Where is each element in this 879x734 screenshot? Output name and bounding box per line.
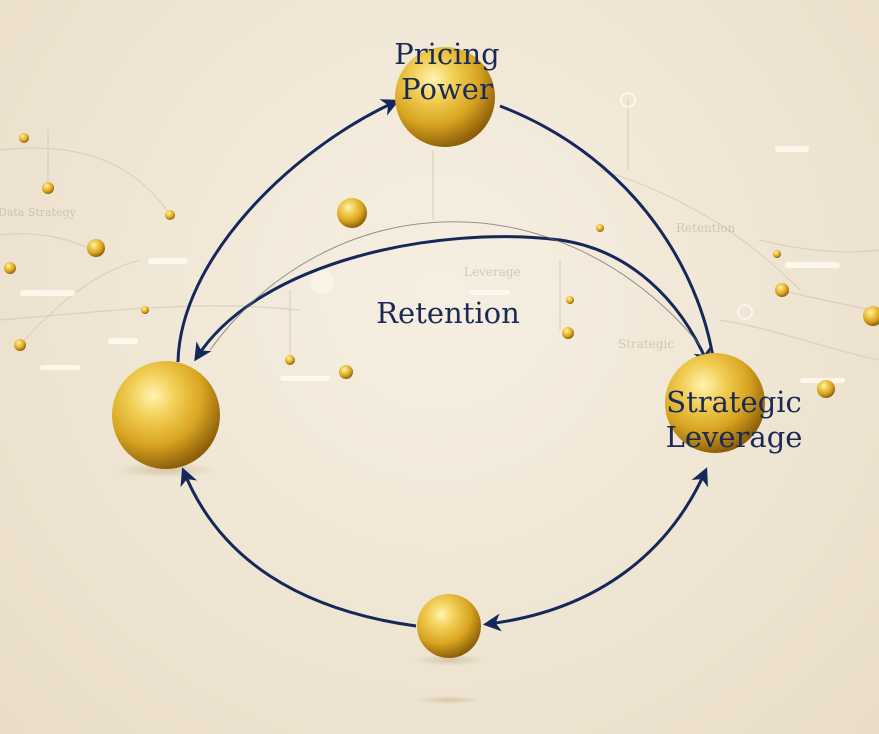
- strategic-leverage-orb: [665, 353, 765, 453]
- bg-glow: [310, 270, 334, 294]
- strategic-leverage-label-line1: Strategic: [666, 385, 802, 419]
- bg-word: Retention: [676, 221, 736, 235]
- retention-label: Retention: [376, 296, 520, 330]
- bg-line: [19, 259, 141, 346]
- bg-bar: [108, 338, 138, 344]
- bottom-orb: [417, 594, 481, 658]
- strategic-leverage-label-line2: Leverage: [666, 420, 803, 454]
- arrow-retention-thin: [209, 221, 701, 351]
- bg-orb: [4, 262, 16, 274]
- bg-line: [779, 289, 879, 313]
- bg-line: [759, 239, 879, 253]
- bg-bar: [20, 290, 75, 296]
- bg-orb: [817, 380, 835, 398]
- bg-bar: [40, 365, 80, 370]
- bg-line: [0, 233, 96, 251]
- bg-node-ring: [737, 304, 753, 320]
- bg-line: [599, 169, 801, 291]
- bg-line: [0, 147, 171, 216]
- arrow-left-to-top: [176, 99, 400, 363]
- bg-orb: [863, 306, 879, 326]
- bg-node-ring: [620, 92, 636, 108]
- bg-bar: [785, 262, 840, 268]
- flow-arrows: [176, 99, 723, 632]
- bg-line: [0, 305, 301, 321]
- bg-orb: [566, 296, 574, 304]
- bg-bar: [148, 258, 188, 264]
- bg-orb: [141, 306, 149, 314]
- bg-bar: [470, 290, 510, 295]
- bg-bar: [775, 146, 809, 152]
- bg-orb: [775, 283, 789, 297]
- bg-word: Strategic: [618, 337, 674, 351]
- bg-orb: [562, 327, 574, 339]
- orb-shadow: [413, 654, 485, 666]
- bg-word: Data Strategy: [0, 206, 77, 219]
- pricing-power-orb: [395, 47, 495, 147]
- pricing-power-label-line2: Power: [401, 72, 493, 106]
- bg-orb: [165, 210, 175, 220]
- pricing-power-label-line1: Pricing: [394, 37, 499, 71]
- bg-orb: [42, 182, 54, 194]
- bg-line: [719, 319, 879, 361]
- small-orb: [337, 198, 367, 228]
- floor-shadow: [415, 696, 483, 704]
- bg-orb: [87, 239, 105, 257]
- bg-orb: [19, 133, 29, 143]
- bg-word: Leverage: [464, 265, 521, 279]
- bg-orb: [773, 250, 781, 258]
- arrow-bottom-to-left: [180, 467, 417, 628]
- bg-orb: [596, 224, 604, 232]
- bg-orb: [14, 339, 26, 351]
- arrow-top-to-right: [499, 104, 723, 378]
- bg-bar: [280, 376, 330, 381]
- left-orb: [112, 361, 220, 469]
- arrow-retention-bidirectional: [194, 235, 711, 367]
- bg-orb: [285, 355, 295, 365]
- bg-bar: [800, 378, 845, 383]
- arrow-right-to-bottom: [482, 467, 708, 632]
- bg-orb: [339, 365, 353, 379]
